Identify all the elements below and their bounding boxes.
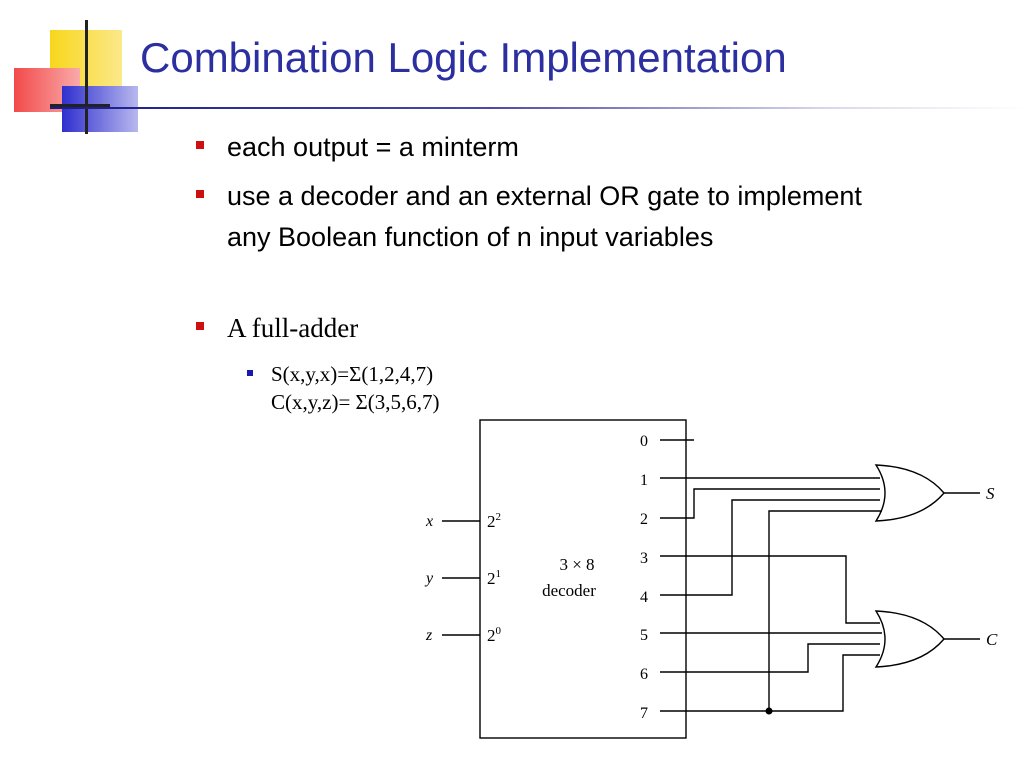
title-underline bbox=[50, 107, 1024, 109]
bullet-item: A full-adder bbox=[196, 308, 896, 349]
decoder-label-name: decoder bbox=[542, 581, 596, 600]
output-7-to-s-wire bbox=[768, 510, 882, 711]
sub-bullet-item: S(x,y,x)=Σ(1,2,4,7) C(x,y,z)= Σ(3,5,6,7) bbox=[247, 360, 440, 416]
slide-title: Combination Logic Implementation bbox=[140, 34, 787, 81]
bullet-marker bbox=[196, 190, 204, 198]
slide-logo bbox=[14, 20, 138, 134]
output-label-1: 1 bbox=[640, 472, 648, 489]
sub-bullet-marker bbox=[247, 370, 253, 376]
junction-dot bbox=[765, 707, 773, 715]
or-gate-s bbox=[874, 464, 945, 522]
decoder-label-size: 3 × 8 bbox=[559, 555, 594, 574]
output-label-5: 5 bbox=[640, 627, 648, 644]
input-weight-0: 20 bbox=[487, 625, 502, 645]
bullet-item: use a decoder and an external OR gate to… bbox=[196, 176, 876, 258]
output-2-wire bbox=[660, 488, 880, 519]
bullet-item: each output = a minterm bbox=[196, 127, 896, 168]
input-label-x: x bbox=[425, 513, 433, 530]
carry-equation: C(x,y,z)= Σ(3,5,6,7) bbox=[271, 390, 440, 414]
bullet-marker bbox=[196, 322, 204, 330]
bullet-marker bbox=[196, 141, 204, 149]
output-label-0: 0 bbox=[640, 433, 648, 450]
output-label-c: C bbox=[986, 630, 998, 649]
output-7-to-c-wire bbox=[660, 654, 880, 712]
bullet-text: each output = a minterm bbox=[227, 132, 519, 162]
output-label-4: 4 bbox=[640, 589, 648, 606]
input-label-z: z bbox=[425, 627, 433, 644]
output-label-s: S bbox=[986, 484, 995, 503]
output-6-wire bbox=[660, 643, 880, 673]
input-label-y: y bbox=[424, 570, 434, 587]
bullet-text: use a decoder and an external OR gate to… bbox=[227, 181, 862, 252]
decoder-box bbox=[479, 419, 687, 739]
output-4-wire bbox=[660, 499, 880, 596]
output-label-3: 3 bbox=[640, 550, 648, 567]
sum-equation: S(x,y,x)=Σ(1,2,4,7) bbox=[271, 362, 434, 386]
output-label-7: 7 bbox=[640, 705, 648, 722]
output-label-6: 6 bbox=[640, 666, 648, 683]
output-label-2: 2 bbox=[640, 511, 648, 528]
input-weight-2: 22 bbox=[487, 511, 501, 531]
input-weight-1: 21 bbox=[487, 568, 501, 588]
bullet-text: A full-adder bbox=[227, 313, 359, 343]
output-3-wire bbox=[660, 555, 880, 624]
or-gate-c bbox=[874, 610, 945, 668]
